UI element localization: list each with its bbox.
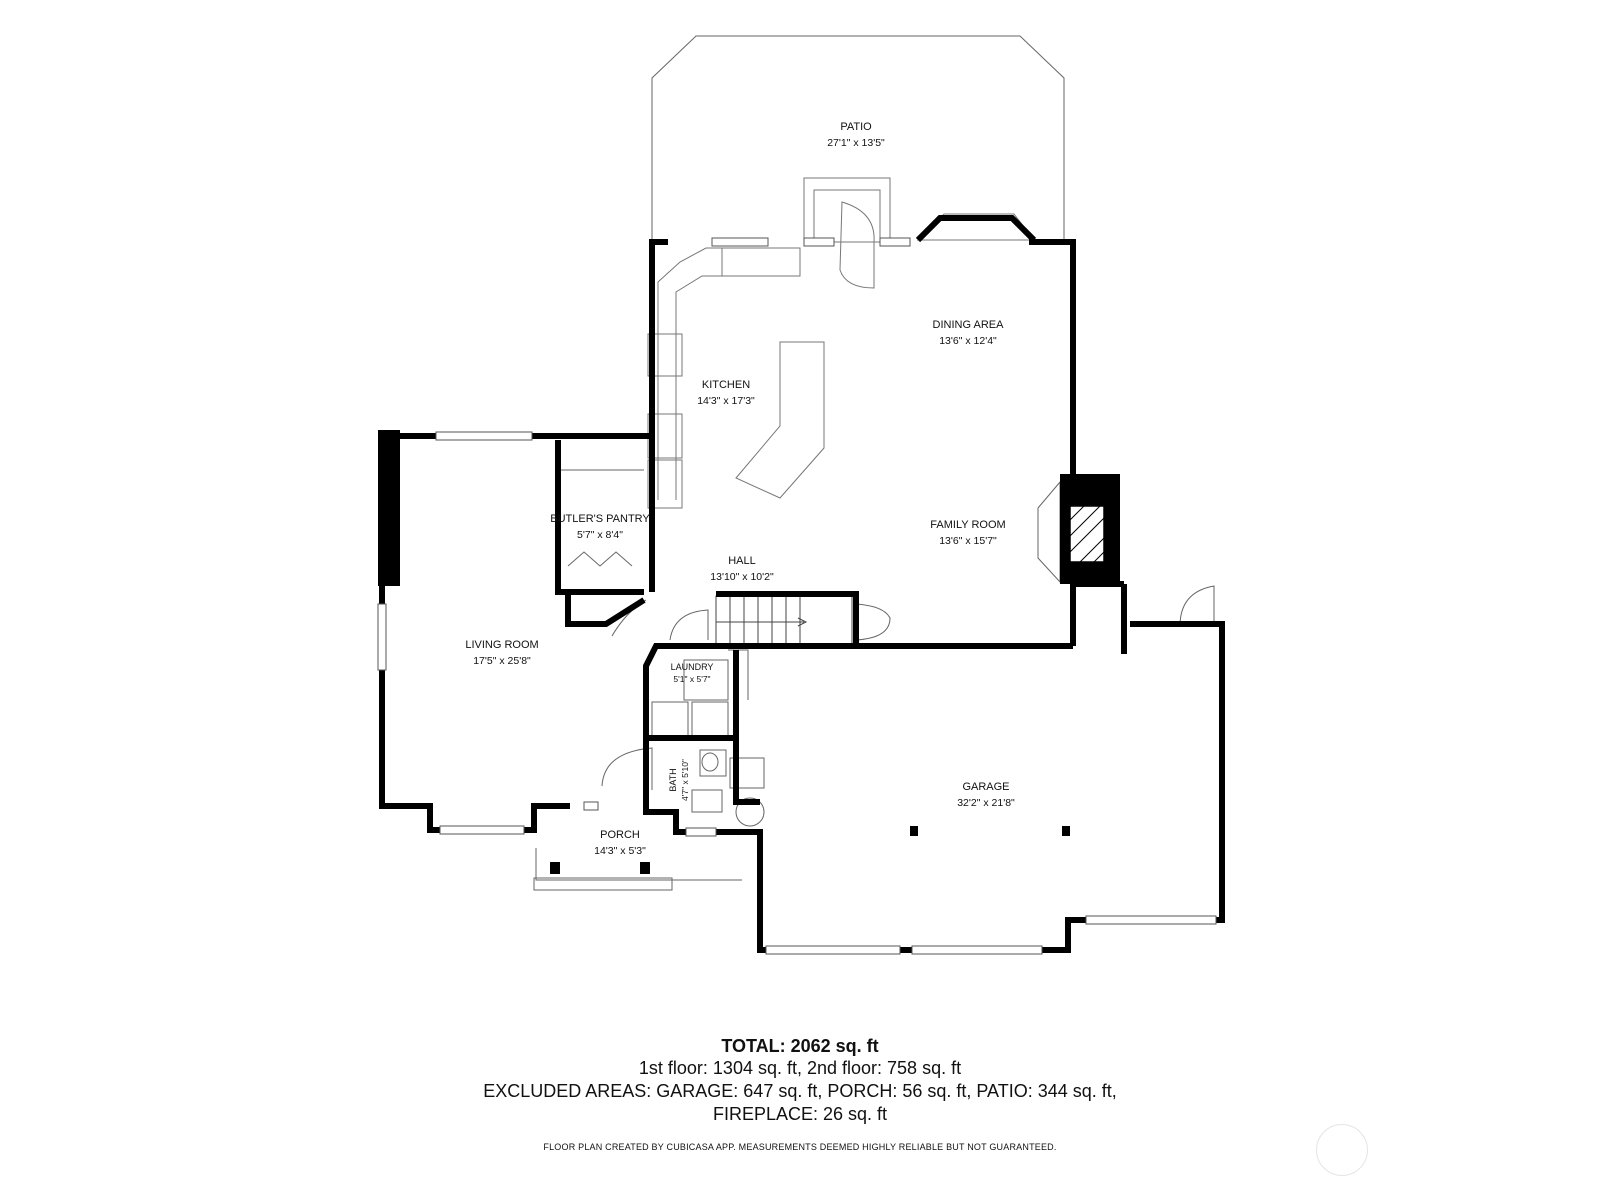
room-label-porch: PORCH 14'3" x 5'3" — [594, 829, 646, 857]
room-label-patio: PATIO 27'1" x 13'5" — [827, 121, 885, 149]
svg-text:HALL: HALL — [728, 555, 756, 567]
room-label-living-room: LIVING ROOM 17'5" x 25'8" — [465, 639, 538, 667]
svg-text:13'6" x 15'7": 13'6" x 15'7" — [939, 535, 997, 547]
room-label-laundry: LAUNDRY 5'1" x 5'7" — [671, 662, 714, 684]
staircase — [715, 595, 853, 645]
total-area: TOTAL: 2062 sq. ft — [721, 1036, 879, 1056]
svg-text:DINING AREA: DINING AREA — [933, 319, 1005, 331]
svg-text:5'7" x 8'4": 5'7" x 8'4" — [577, 529, 623, 541]
room-label-garage: GARAGE 32'2" x 21'8" — [957, 781, 1015, 809]
room-label-family-room: FAMILY ROOM 13'6" x 15'7" — [930, 519, 1005, 547]
room-label-kitchen: KITCHEN 14'3" x 17'3" — [697, 379, 755, 407]
svg-text:4'7" x 5'10": 4'7" x 5'10" — [680, 759, 690, 801]
svg-text:14'3" x 17'3": 14'3" x 17'3" — [697, 395, 755, 407]
svg-text:13'6" x 12'4": 13'6" x 12'4" — [939, 335, 997, 347]
svg-text:GARAGE: GARAGE — [962, 781, 1009, 793]
room-label-hall: HALL 13'10" x 10'2" — [710, 555, 774, 583]
disclaimer-credit: FLOOR PLAN CREATED BY CUBICASA APP. MEAS… — [543, 1142, 1057, 1152]
svg-text:PORCH: PORCH — [600, 829, 640, 841]
room-label-bath: BATH 4'7" x 5'10" — [668, 759, 690, 801]
svg-text:PATIO: PATIO — [840, 121, 872, 133]
watermark-logo — [1316, 1124, 1368, 1176]
svg-text:32'2" x 21'8": 32'2" x 21'8" — [957, 797, 1015, 809]
fireplace-area: FIREPLACE: 26 sq. ft — [712, 1104, 888, 1124]
svg-text:BATH: BATH — [668, 768, 678, 791]
svg-text:17'5" x 25'8": 17'5" x 25'8" — [473, 655, 531, 667]
walls — [379, 239, 1225, 953]
excluded-areas: EXCLUDED AREAS: GARAGE: 647 sq. ft, PORC… — [483, 1081, 1117, 1101]
floor-areas: 1st floor: 1304 sq. ft, 2nd floor: 758 s… — [638, 1058, 962, 1078]
svg-text:27'1" x 13'5": 27'1" x 13'5" — [827, 137, 885, 149]
living-room-thick-wall — [378, 430, 400, 586]
svg-text:5'1" x 5'7": 5'1" x 5'7" — [673, 674, 710, 684]
svg-text:BUTLER'S PANTRY: BUTLER'S PANTRY — [550, 513, 650, 525]
room-label-butlers-pantry: BUTLER'S PANTRY 5'7" x 8'4" — [550, 513, 650, 541]
interior-thin-lines — [533, 469, 1215, 891]
svg-text:FAMILY ROOM: FAMILY ROOM — [930, 519, 1005, 531]
svg-text:LAUNDRY: LAUNDRY — [671, 662, 714, 672]
posts — [550, 826, 1070, 874]
patio-outline — [651, 35, 1065, 242]
room-label-dining-area: DINING AREA 13'6" x 12'4" — [933, 319, 1005, 347]
svg-text:LIVING ROOM: LIVING ROOM — [465, 639, 538, 651]
windows — [377, 237, 1217, 955]
bay-window — [915, 215, 1037, 243]
fireplace — [1060, 474, 1120, 584]
svg-text:14'3" x 5'3": 14'3" x 5'3" — [594, 845, 646, 857]
svg-text:13'10" x 10'2": 13'10" x 10'2" — [710, 571, 774, 583]
svg-text:KITCHEN: KITCHEN — [702, 379, 750, 391]
